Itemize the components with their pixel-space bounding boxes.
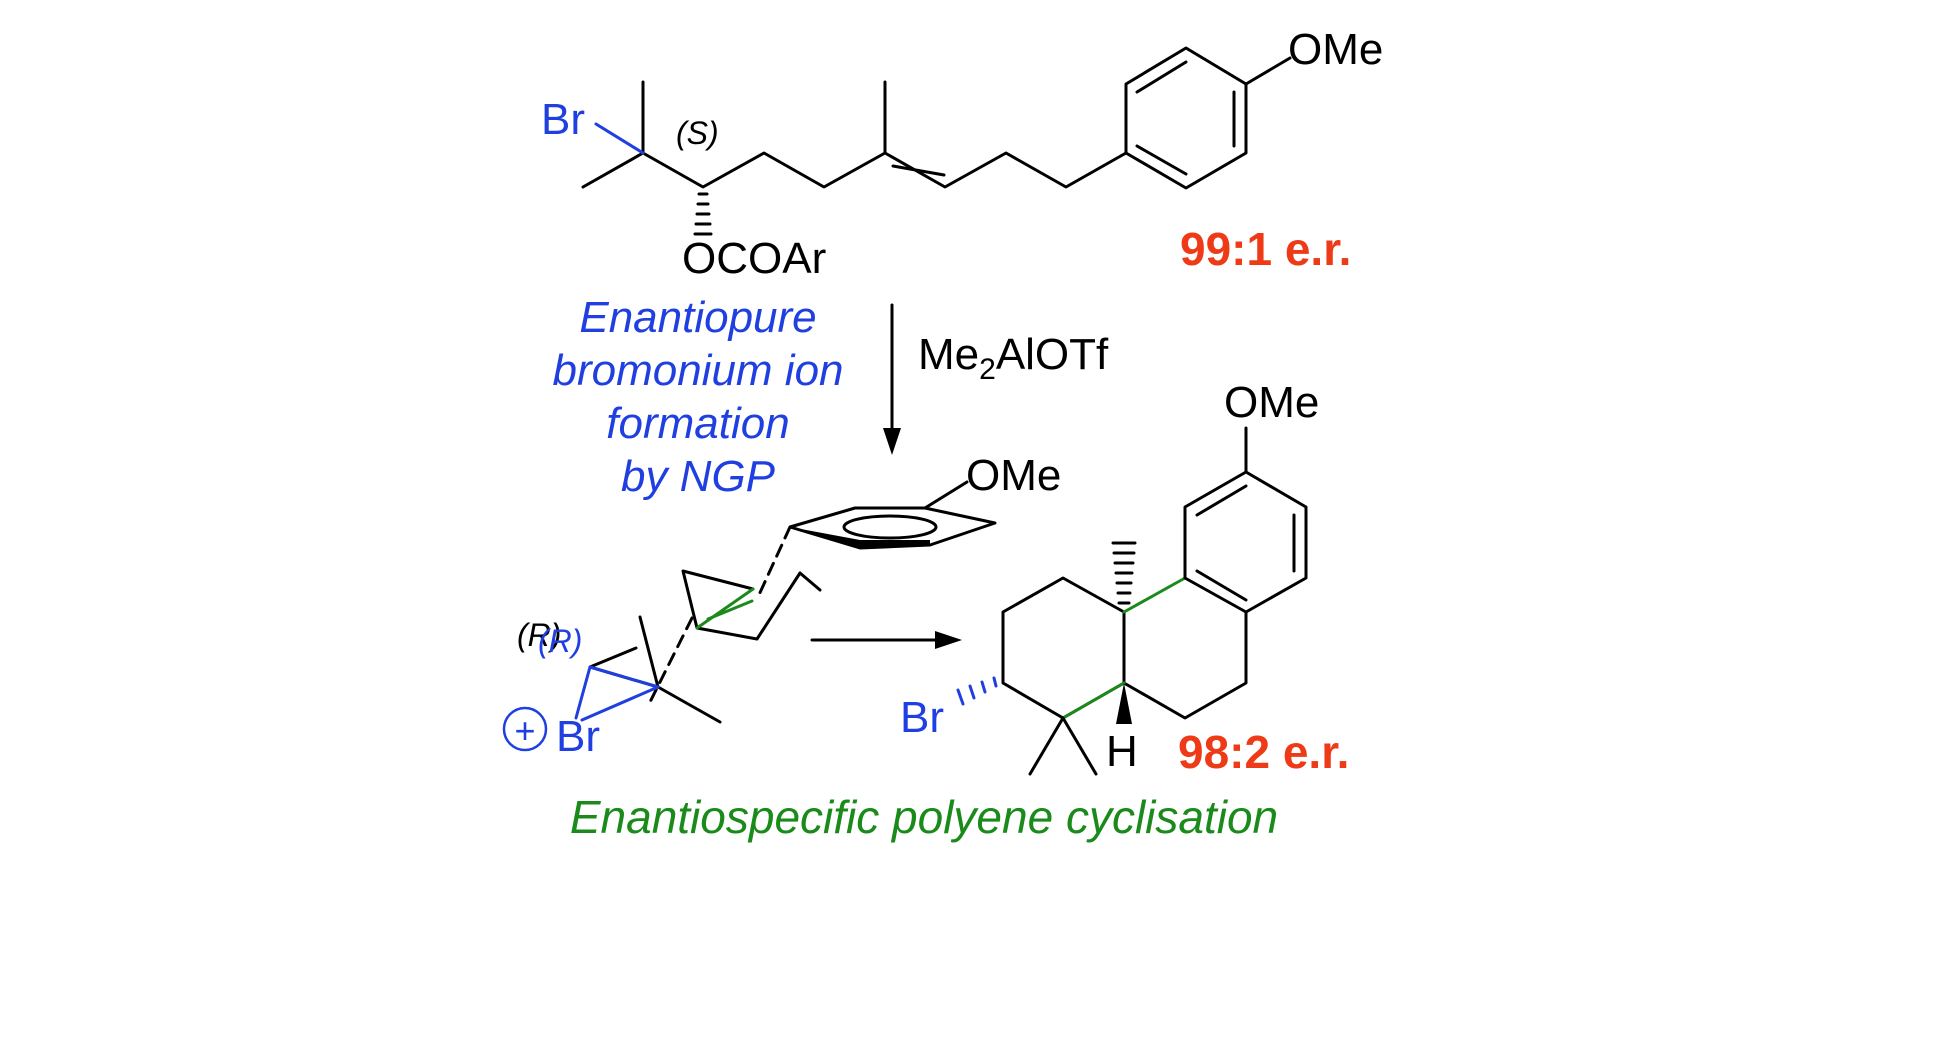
r-stereo-label-black: (R) <box>517 617 561 653</box>
right-arrow <box>810 631 962 649</box>
ts-plus-circle <box>502 706 548 752</box>
product-ring-b <box>1122 610 1248 720</box>
ts-dashed-bond-1 <box>756 525 792 599</box>
note-bromonium-line4: by NGP <box>621 452 776 501</box>
ts-chair <box>681 569 822 641</box>
reagent-label: Me2AlOTf <box>918 330 1109 386</box>
sm-ome-bond <box>1244 56 1292 86</box>
product-gem-dimethyl <box>1028 716 1098 776</box>
product-h-wedge <box>1116 683 1132 724</box>
sm-hashed-wedge <box>693 192 713 236</box>
ts-gem-carbon <box>588 615 722 724</box>
product-hashed-methyl <box>1111 541 1137 605</box>
ts-bromonium-ring <box>574 665 660 722</box>
product-ring-c-inner-1 <box>1195 484 1248 517</box>
sm-chain <box>581 151 1128 189</box>
plus-sign: + <box>514 710 535 751</box>
ts-ome-bond <box>923 480 969 510</box>
product-br-hashed <box>956 676 998 706</box>
note-bromonium-line1: Enantiopure <box>579 293 816 342</box>
product <box>956 426 1308 776</box>
product-ring-a <box>1001 576 1126 720</box>
starting-material <box>581 46 1292 236</box>
ome-top-label: OMe <box>1288 25 1383 74</box>
br-ion-label: Br <box>556 712 600 761</box>
sm-aromatic-ring <box>1124 46 1248 190</box>
br-product-label: Br <box>900 693 944 742</box>
sm-ring-inner-1 <box>1135 60 1188 94</box>
br-top-label: Br <box>541 95 585 144</box>
product-green-bond-1 <box>1122 576 1187 614</box>
ts-aryl-bold-wedge <box>790 527 930 548</box>
product-green-bond-2 <box>1061 681 1126 720</box>
ts-alkene <box>695 587 755 630</box>
er-top-label: 99:1 e.r. <box>1180 223 1351 275</box>
note-cyclisation: Enantiospecific polyene cyclisation <box>570 791 1278 843</box>
s-stereo-label: (S) <box>676 115 719 151</box>
ts-dashed-bond-2 <box>648 616 694 704</box>
sm-br-bond <box>594 122 645 155</box>
ts-alkene-inner <box>706 599 754 621</box>
note-bromonium-line2: bromonium ion <box>552 346 843 395</box>
ome-right-label: OMe <box>1224 378 1319 427</box>
product-ring-c-inner-3 <box>1195 569 1248 602</box>
down-arrow <box>883 303 901 455</box>
product-ring-c <box>1183 470 1308 614</box>
transition-state <box>502 480 997 752</box>
sm-alkene-double <box>891 164 946 177</box>
sm-ring-inner-3 <box>1135 144 1188 176</box>
ocoar-label: OCOAr <box>682 234 826 283</box>
ome-mid-label: OMe <box>966 451 1061 500</box>
ts-aromatic-circle <box>842 514 938 540</box>
er-bottom-label: 98:2 e.r. <box>1178 726 1349 778</box>
h-label: H <box>1106 727 1138 776</box>
r-stereo-label-blue: (R) <box>538 623 582 659</box>
note-bromonium-line3: formation <box>606 399 789 448</box>
